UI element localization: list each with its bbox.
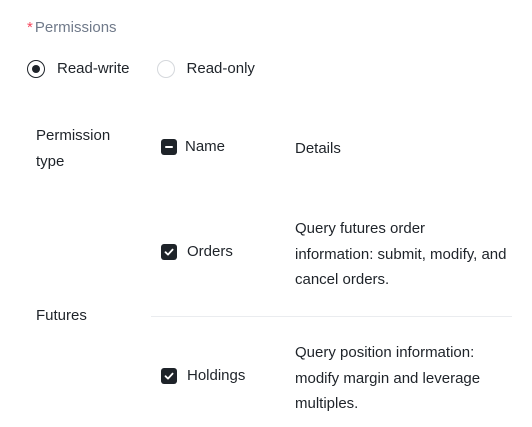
checkbox-orders-icon[interactable]: [161, 244, 177, 260]
radio-read-write[interactable]: Read-write: [27, 59, 130, 79]
header-permission-type: Permission type: [36, 127, 111, 170]
holdings-details: Query position information: modify margi…: [295, 344, 481, 412]
holdings-label: Holdings: [187, 367, 246, 384]
radio-unselected-icon[interactable]: [156, 60, 175, 78]
group-futures-label: Futures: [36, 307, 87, 324]
permissions-label-text: Permissions: [34, 19, 117, 36]
required-mark: *: [27, 19, 33, 36]
header-name-label: Name: [185, 138, 226, 155]
row-holdings-name: Holdings: [161, 366, 245, 386]
radio-selected-icon[interactable]: [27, 60, 45, 78]
row-orders-name: Orders: [161, 242, 233, 262]
header-details: Details: [295, 140, 341, 157]
permissions-radio-group: Read-write Read-only: [27, 58, 255, 80]
radio-read-only[interactable]: Read-only: [156, 59, 255, 79]
radio-read-only-label: Read-only: [186, 60, 255, 77]
checkbox-holdings-icon[interactable]: [161, 368, 177, 384]
orders-details: Query futures order information: submit,…: [295, 220, 507, 288]
row-divider: [151, 316, 512, 317]
select-all-checkbox-icon[interactable]: [161, 139, 177, 155]
permissions-label: *Permissions: [27, 18, 117, 38]
radio-read-write-label: Read-write: [57, 60, 130, 77]
header-name: Name: [161, 137, 225, 157]
orders-label: Orders: [187, 243, 233, 260]
